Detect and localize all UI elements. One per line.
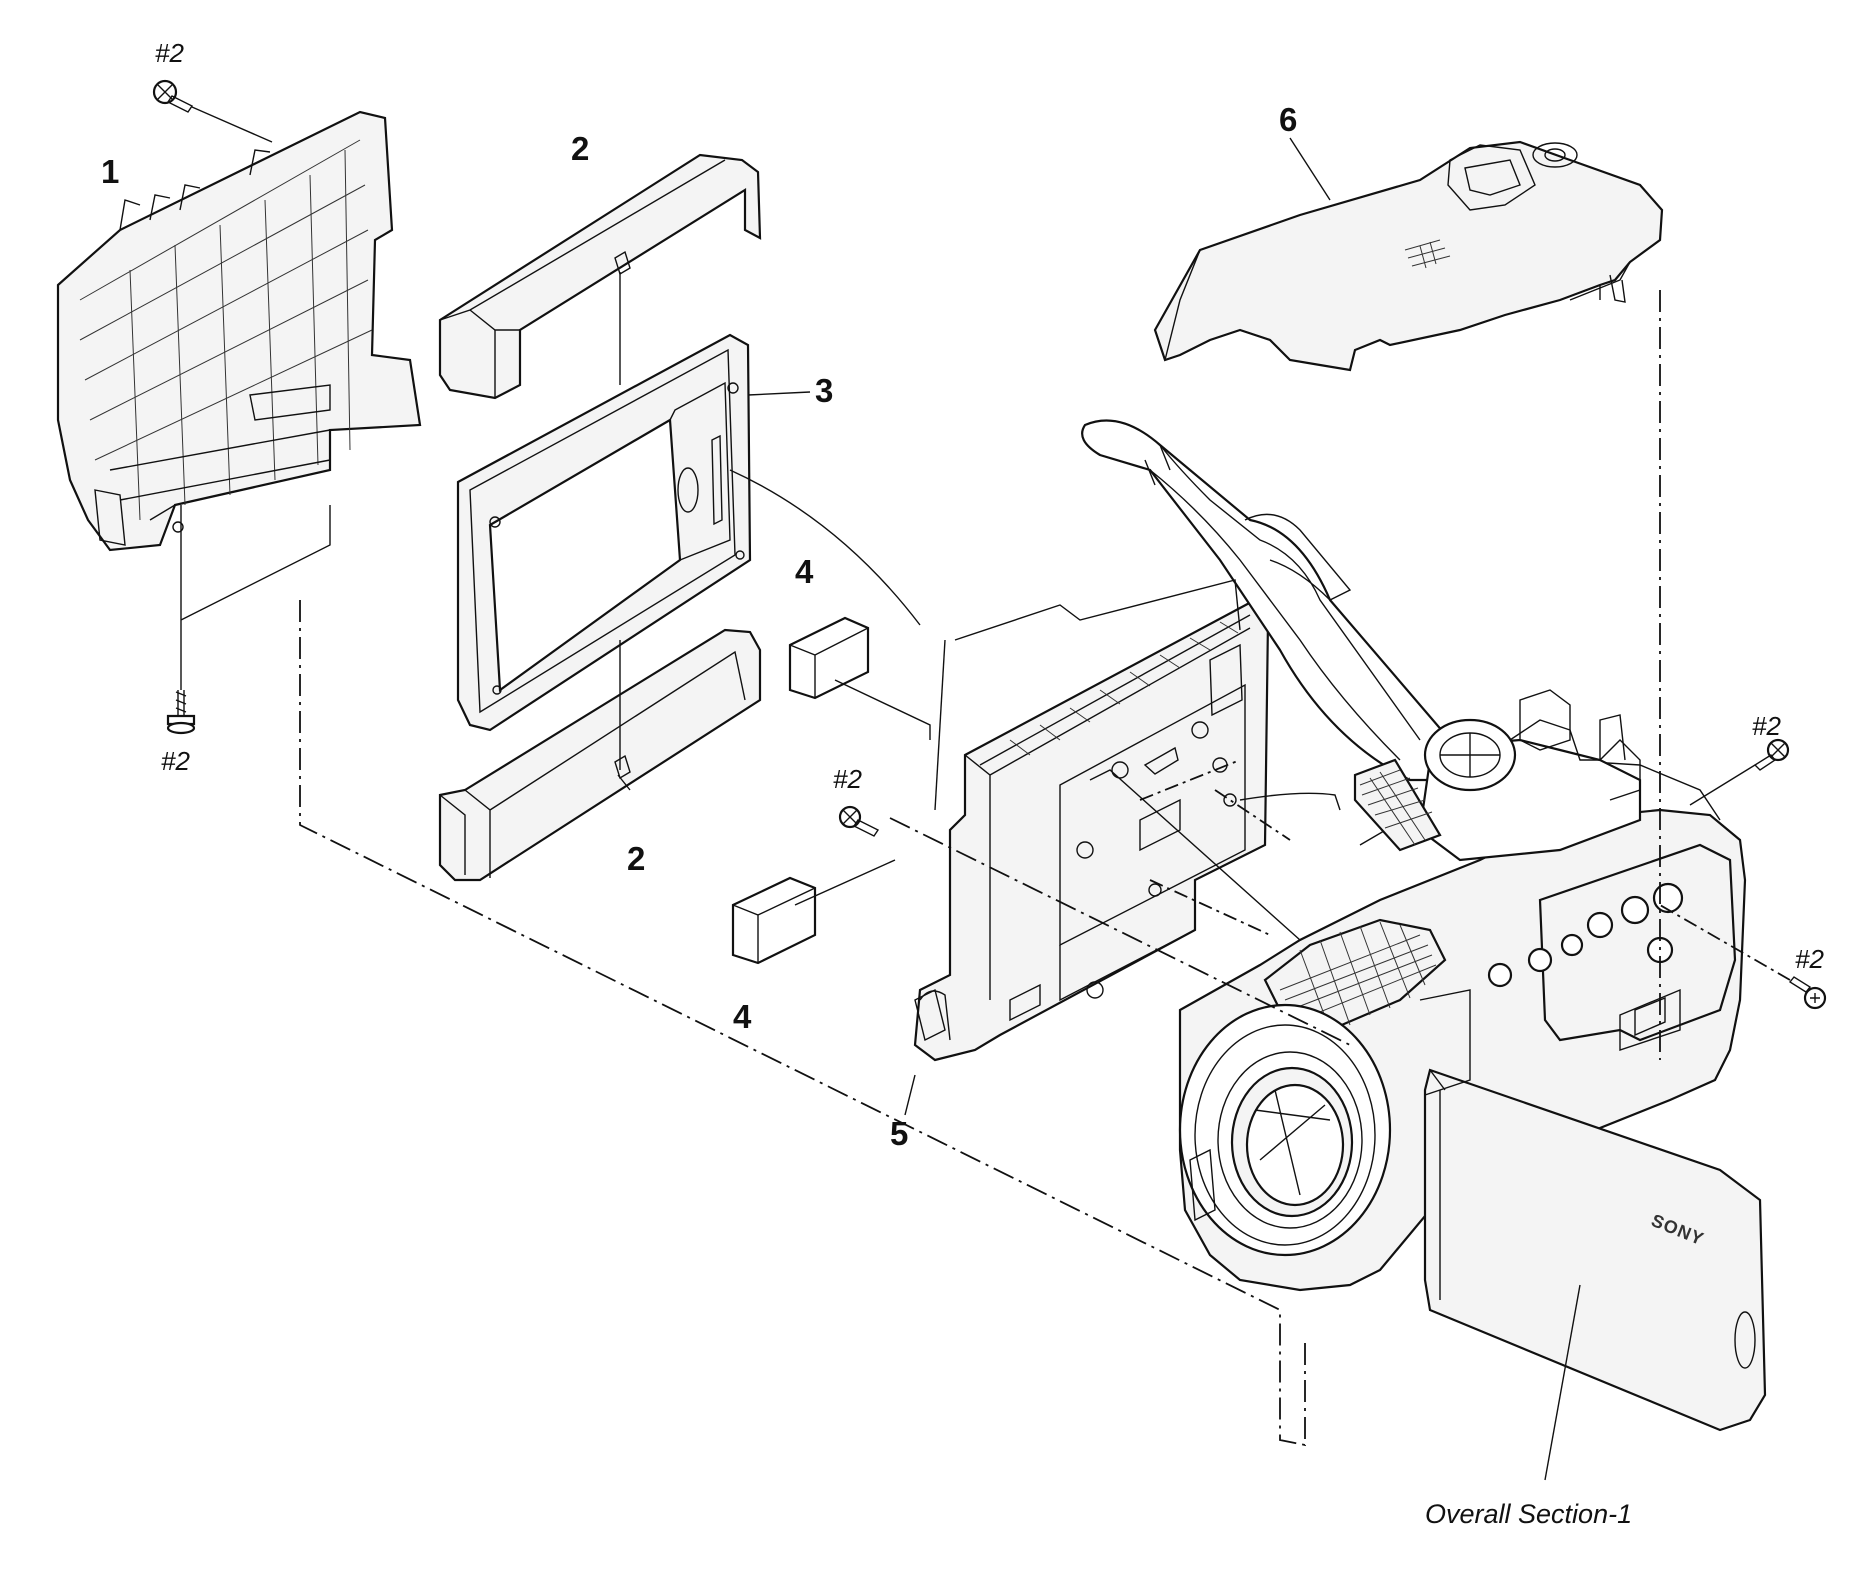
part-2-bottom-cover: [438, 628, 762, 882]
label-screw-right-upper: #2: [1752, 711, 1781, 741]
assembly-guide-lines: [299, 290, 1661, 1481]
screw-center: [838, 805, 880, 837]
part-5-lcd-frame: [913, 598, 1270, 1062]
screw-right-upper: [1753, 738, 1790, 771]
leader-screw-top-left: [191, 106, 273, 143]
label-part-6: 6: [1279, 101, 1297, 138]
part-3-lcd-panel: [456, 333, 752, 732]
leader-part-6: [1289, 137, 1331, 201]
label-screw-bottom-left: #2: [161, 746, 190, 776]
label-part-2-bottom: 2: [627, 840, 645, 877]
label-screw-center: #2: [833, 764, 862, 794]
label-part-1: 1: [101, 153, 119, 190]
leader-part-4-upper: [834, 679, 931, 740]
leader-screw-right-lower: [1659, 904, 1791, 981]
part-1-side-cabinet: [56, 110, 422, 552]
leader-part-5: [904, 1074, 916, 1116]
leader-screw-right-upper: [1689, 764, 1756, 806]
label-part-5: 5: [890, 1115, 908, 1152]
label-part-2-top: 2: [571, 130, 589, 167]
screw-bottom-left: [166, 690, 196, 735]
camera-body: [1178, 689, 1767, 1432]
screw-top-left: [152, 79, 194, 113]
label-screw-right-lower: #2: [1795, 944, 1824, 974]
labels: 1 2 2 3 4 4 5 6 #2 #2 #2 #2 #2 Overall S…: [101, 38, 1824, 1529]
screw-right-lower: [1788, 976, 1827, 1010]
label-part-4-upper: 4: [795, 553, 814, 590]
label-part-4-lower: 4: [733, 998, 752, 1035]
label-part-3: 3: [815, 372, 833, 409]
part-4-cushion-upper: [788, 616, 870, 700]
leader-part-3: [747, 391, 811, 396]
leader-part-4-lower: [794, 859, 896, 906]
part-4-cushion-lower: [731, 876, 817, 965]
caption-overall-section: Overall Section-1: [1425, 1499, 1632, 1529]
part-6-top-cover: [1153, 140, 1664, 372]
part-2-top-cover: [438, 153, 762, 400]
leader-screw-bottom-left: [180, 505, 331, 690]
label-screw-top-left: #2: [155, 38, 184, 68]
